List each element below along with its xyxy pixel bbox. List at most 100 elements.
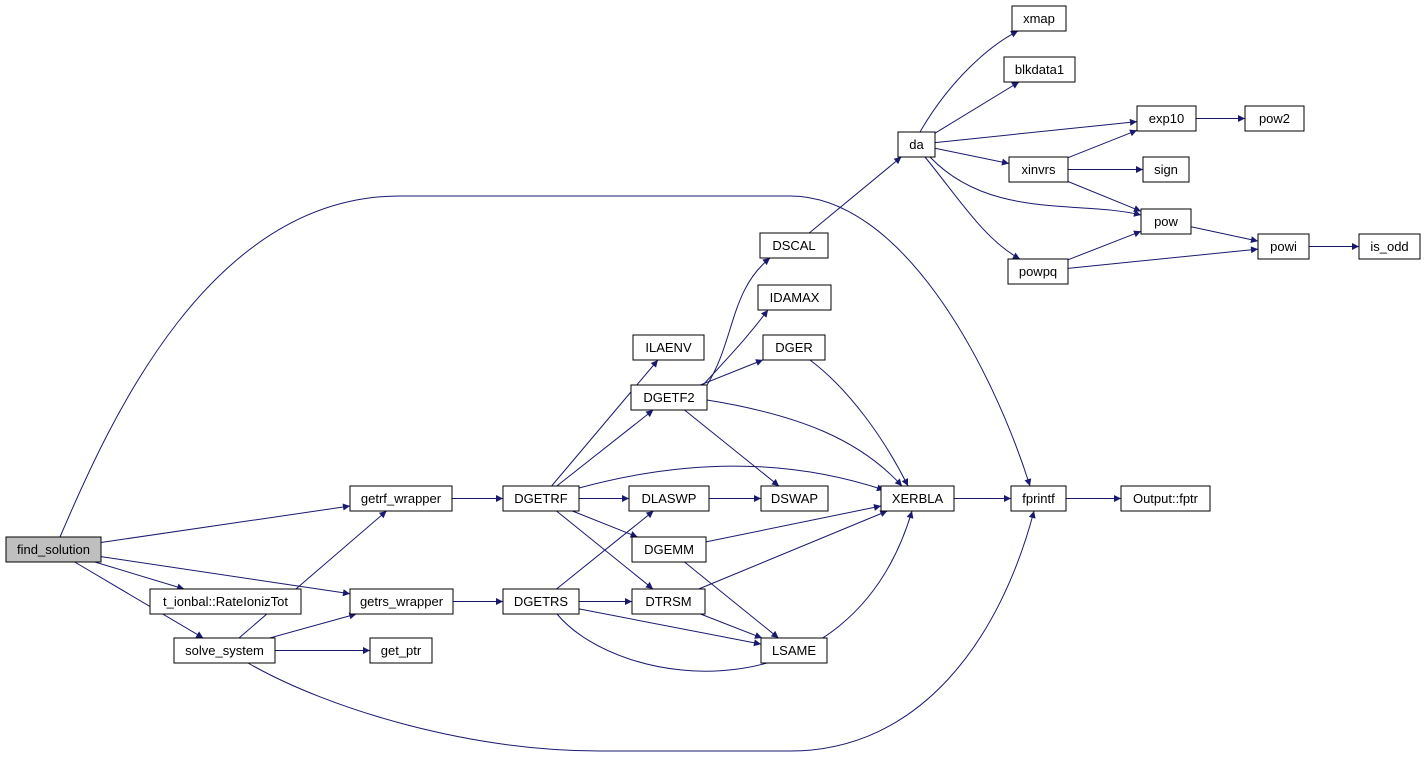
node-box bbox=[632, 334, 705, 361]
edge-solve_system-to-getrs_wrapper bbox=[269, 612, 357, 639]
node-box bbox=[631, 536, 707, 563]
edge-line bbox=[556, 510, 914, 672]
edge-line bbox=[929, 156, 1142, 217]
node-dgetrf[interactable]: DGETRF bbox=[502, 485, 580, 512]
node-box bbox=[762, 334, 826, 361]
edge-line bbox=[1067, 181, 1142, 212]
node-xerbla[interactable]: XERBLA bbox=[880, 485, 955, 512]
node-dgemm[interactable]: DGEMM bbox=[631, 536, 707, 563]
edge-DGETRS-to-DLASWP bbox=[556, 510, 654, 590]
edge-pow-to-powi bbox=[1190, 226, 1259, 244]
node-dger[interactable]: DGER bbox=[762, 334, 826, 361]
node-label: powi bbox=[1270, 239, 1297, 254]
node-label: XERBLA bbox=[892, 491, 944, 506]
node-fprintf[interactable]: fprintf bbox=[1010, 485, 1067, 512]
edge-DGETRF-to-DGETF2 bbox=[556, 409, 654, 487]
node-t-ionbal[interactable]: t_ionbal::RateIonizTot bbox=[149, 588, 302, 615]
edge-line bbox=[924, 156, 1021, 260]
edge-line bbox=[706, 257, 771, 386]
node-xmap[interactable]: xmap bbox=[1011, 5, 1067, 32]
edge-da-to-xinvrs bbox=[934, 147, 1010, 166]
edge-line bbox=[934, 118, 1138, 144]
node-label: exp10 bbox=[1149, 111, 1184, 126]
edge-find_solution-to-t_ionbal bbox=[94, 561, 185, 591]
edge-xinvrs-to-pow bbox=[1067, 181, 1142, 212]
node-lsame[interactable]: LSAME bbox=[760, 637, 828, 664]
edge-line bbox=[700, 613, 763, 639]
edge-find_solution-to-getrf_wrapper bbox=[100, 503, 351, 543]
edge-line bbox=[578, 465, 885, 492]
node-box bbox=[349, 588, 454, 615]
edge-DGETRF-to-DGEMM bbox=[572, 510, 638, 538]
edge-DSCAL-to-da bbox=[808, 156, 902, 234]
node-getrf-wrapper[interactable]: getrf_wrapper bbox=[349, 485, 453, 512]
node-box bbox=[1007, 258, 1069, 285]
node-box bbox=[757, 284, 832, 311]
node-box bbox=[1140, 208, 1192, 235]
edge-da-to-blkdata1 bbox=[934, 81, 1020, 134]
node-powpq[interactable]: powpq bbox=[1007, 258, 1069, 285]
node-exp10[interactable]: exp10 bbox=[1136, 105, 1197, 132]
node-ilaenv[interactable]: ILAENV bbox=[632, 334, 705, 361]
node-label: DGEMM bbox=[644, 542, 694, 557]
node-sign[interactable]: sign bbox=[1142, 156, 1190, 183]
edge-DGETF2-to-DSCAL bbox=[706, 257, 771, 386]
node-label: is_odd bbox=[1370, 239, 1408, 254]
node-box bbox=[1008, 156, 1069, 183]
node-solve-system[interactable]: solve_system bbox=[173, 637, 276, 664]
edge-line bbox=[572, 510, 638, 538]
node-label: ILAENV bbox=[645, 340, 692, 355]
edge-DGETRS-to-XERBLA bbox=[556, 510, 914, 672]
node-idamax[interactable]: IDAMAX bbox=[757, 284, 832, 311]
node-output-fptr[interactable]: Output::fptr bbox=[1120, 485, 1211, 512]
edge-line bbox=[1067, 230, 1142, 261]
node-label: da bbox=[909, 137, 924, 152]
node-xinvrs[interactable]: xinvrs bbox=[1008, 156, 1069, 183]
edge-DGETRF-to-ILAENV bbox=[551, 359, 659, 487]
node-label: DSCAL bbox=[772, 238, 815, 253]
nodes-layer: find_solution getrf_wrapper getrs_wrapper t… bbox=[5, 5, 1421, 664]
node-find-solution[interactable]: find_solution bbox=[5, 536, 102, 563]
node-pow[interactable]: pow bbox=[1140, 208, 1192, 235]
node-dgetf2[interactable]: DGETF2 bbox=[630, 384, 708, 411]
node-getrs-wrapper[interactable]: getrs_wrapper bbox=[349, 588, 454, 615]
edge-line bbox=[578, 608, 762, 647]
edge-find_solution-to-solve_system bbox=[74, 561, 204, 639]
edge-DGER-to-XERBLA bbox=[809, 359, 909, 487]
node-label: powpq bbox=[1019, 264, 1057, 279]
node-label: Output::fptr bbox=[1133, 491, 1199, 506]
edge-line bbox=[238, 510, 387, 639]
node-pow2[interactable]: pow2 bbox=[1244, 105, 1305, 132]
node-powi[interactable]: powi bbox=[1257, 233, 1310, 260]
edge-line bbox=[684, 409, 780, 487]
edge-powpq-to-pow bbox=[1067, 230, 1142, 261]
edge-DTRSM-to-LSAME bbox=[700, 613, 763, 639]
node-box bbox=[1010, 485, 1067, 512]
node-box bbox=[760, 637, 828, 664]
edge-line bbox=[74, 561, 204, 639]
edge-DGETF2-to-IDAMAX bbox=[702, 309, 769, 386]
node-label: IDAMAX bbox=[770, 290, 820, 305]
node-dscal[interactable]: DSCAL bbox=[759, 232, 829, 259]
node-label: DTRSM bbox=[645, 594, 691, 609]
node-da[interactable]: da bbox=[897, 131, 936, 158]
node-get-ptr[interactable]: get_ptr bbox=[369, 637, 433, 664]
node-label: get_ptr bbox=[381, 643, 422, 658]
node-dswap[interactable]: DSWAP bbox=[760, 485, 829, 512]
node-dgetrs[interactable]: DGETRS bbox=[502, 588, 580, 615]
node-is-odd[interactable]: is_odd bbox=[1358, 233, 1421, 260]
node-box bbox=[1257, 233, 1310, 260]
node-dtrsm[interactable]: DTRSM bbox=[631, 588, 706, 615]
node-box bbox=[1011, 5, 1067, 32]
node-box bbox=[173, 637, 276, 664]
node-label: DLASWP bbox=[642, 491, 697, 506]
node-dlaswp[interactable]: DLASWP bbox=[628, 485, 710, 512]
node-box bbox=[502, 588, 580, 615]
node-blkdata1[interactable]: blkdata1 bbox=[1003, 56, 1076, 83]
edge-da-to-exp10 bbox=[934, 118, 1138, 144]
edge-da-to-pow bbox=[929, 156, 1142, 217]
edge-line bbox=[556, 510, 654, 590]
edge-DGETF2-to-DGER bbox=[700, 359, 764, 386]
node-label: getrs_wrapper bbox=[360, 594, 444, 609]
